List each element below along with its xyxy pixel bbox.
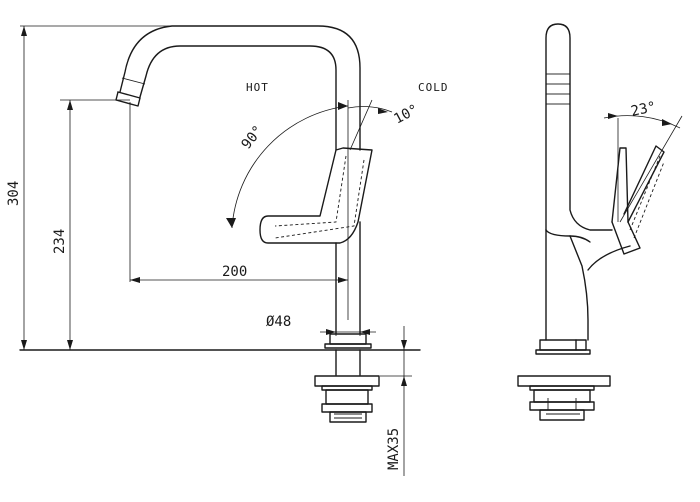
dimension-total-height [21, 26, 27, 350]
angle-arc-side [603, 113, 683, 223]
side-view: 23° [517, 23, 683, 421]
max-deck-label: MAX35 [386, 428, 402, 470]
extension-lines [20, 25, 376, 336]
dimension-max-deck [380, 326, 412, 476]
dimension-reach [130, 277, 348, 283]
handle-lever [259, 147, 373, 244]
front-view: HOT COLD 90° 10° 304 234 200 Ø48 MAX35 [6, 25, 449, 476]
angle-side-label: 23° [630, 99, 658, 120]
side-handle [611, 145, 665, 255]
dimension-spout-height [67, 100, 73, 350]
angle-cold-label: 10° [391, 102, 421, 128]
angle-handle-label: 90° [239, 123, 267, 153]
dimension-diameter [326, 329, 370, 335]
reach-label: 200 [222, 264, 247, 280]
spout [115, 25, 361, 151]
total-height-label: 304 [6, 181, 22, 206]
base-mount [19, 333, 421, 423]
spout-height-label: 234 [52, 229, 68, 254]
cold-label: COLD [418, 81, 449, 94]
side-body [545, 23, 631, 351]
hot-label: HOT [246, 81, 269, 94]
side-base-mount [517, 339, 611, 421]
diameter-label: Ø48 [266, 314, 291, 330]
angle-arc-handle [226, 102, 349, 229]
angle-arc-cold [347, 99, 393, 151]
